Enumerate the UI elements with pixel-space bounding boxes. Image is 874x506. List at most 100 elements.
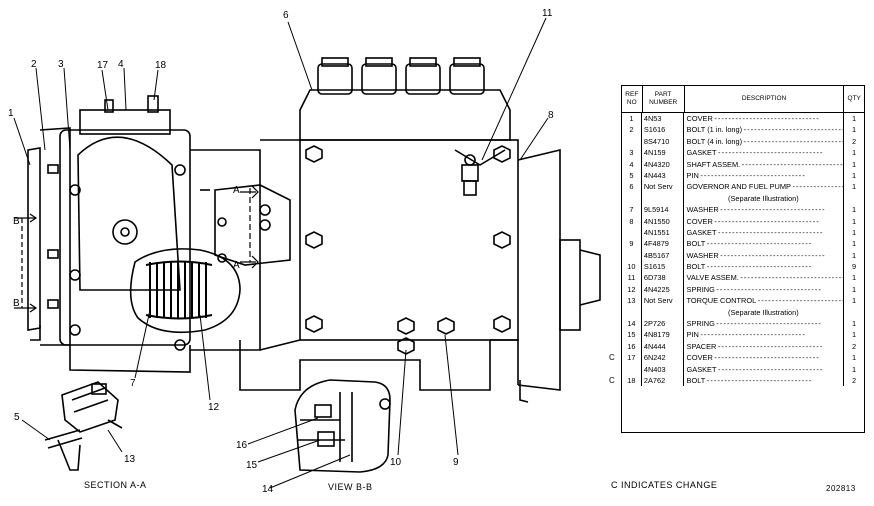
cell-qty: 1 bbox=[852, 364, 857, 374]
cell-ref: 11 bbox=[622, 272, 642, 284]
cell-qty: 2 bbox=[852, 136, 857, 146]
callout-3: 3 bbox=[58, 59, 64, 70]
table-row: 34N159GASKET1 bbox=[622, 147, 864, 159]
cell-ref: 6 bbox=[622, 181, 642, 193]
cell-ref: 14 bbox=[622, 318, 642, 330]
table-row: 164N444SPACER2 bbox=[622, 340, 864, 353]
cell-qty: 1 bbox=[852, 125, 857, 135]
cell-ref: 17 bbox=[622, 352, 642, 364]
cell-qty: 1 bbox=[852, 273, 857, 283]
cell-part: 4N4320 bbox=[642, 158, 684, 170]
view-b-b-caption: VIEW B-B bbox=[328, 482, 373, 492]
section-label-a-bottom: A bbox=[233, 260, 240, 271]
cell-ref: 7 bbox=[622, 204, 642, 216]
cell-desc: (Separate Illustration) bbox=[684, 192, 845, 205]
pump-body bbox=[200, 57, 601, 403]
table-row: 142P726SPRING1 bbox=[622, 318, 864, 330]
section-b-markers bbox=[14, 213, 38, 313]
callout-15: 15 bbox=[246, 460, 258, 471]
callout-13: 13 bbox=[124, 454, 136, 465]
cell-ref bbox=[622, 249, 642, 262]
cell-ref: 8 bbox=[622, 215, 642, 227]
cell-part: 4N159 bbox=[642, 147, 684, 159]
cell-ref bbox=[622, 135, 642, 148]
cell-part: Not Serv bbox=[642, 181, 684, 193]
change-note: C INDICATES CHANGE bbox=[611, 480, 718, 490]
cell-desc: COVER bbox=[684, 215, 845, 227]
table-row: 4B5167WASHER1 bbox=[622, 249, 864, 262]
cell-qty: 1 bbox=[852, 170, 857, 180]
cell-part bbox=[642, 306, 684, 319]
cell-part: 8S4710 bbox=[642, 135, 684, 148]
cell-desc: (Separate Illustration) bbox=[684, 306, 845, 319]
cell-desc: SHAFT ASSEM. bbox=[684, 158, 845, 170]
cell-desc: WASHER bbox=[684, 204, 845, 216]
torque-spring bbox=[129, 248, 241, 334]
cell-ref: 10 bbox=[622, 261, 642, 273]
header-part-number: PART NUMBER bbox=[643, 86, 685, 112]
drawing-number: 202813 bbox=[826, 484, 856, 493]
cell-part: 2A762 bbox=[642, 374, 684, 387]
cell-qty: 1 bbox=[852, 284, 857, 294]
callout-8: 8 bbox=[548, 110, 554, 121]
valve-assembly bbox=[454, 149, 506, 196]
section-label-b-top: B bbox=[13, 216, 20, 227]
callout-2: 2 bbox=[31, 59, 37, 70]
section-a-a-view bbox=[44, 381, 123, 471]
table-row: 124N4225SPRING1 bbox=[622, 283, 864, 296]
section-a-a-caption: SECTION A-A bbox=[84, 480, 147, 490]
cell-desc: BOLT (4 in. long) bbox=[684, 135, 845, 148]
cell-desc: GASKET bbox=[684, 147, 845, 159]
cell-part: 4N4225 bbox=[642, 283, 684, 296]
callout-5: 5 bbox=[14, 412, 20, 423]
header-ref: REF NO bbox=[622, 86, 643, 112]
cell-qty: 9 bbox=[852, 262, 857, 272]
cell-desc: BOLT bbox=[684, 374, 845, 387]
table-body: 14N53COVER12S1616BOLT (1 in. long)18S471… bbox=[609, 113, 864, 387]
cell-desc: GASKET bbox=[684, 363, 845, 375]
cell-qty: 1 bbox=[852, 296, 857, 306]
cell-qty: 1 bbox=[852, 227, 857, 237]
table-row: (Separate Illustration) bbox=[622, 192, 864, 205]
cell-ref bbox=[622, 192, 642, 205]
cell-part: Not Serv bbox=[642, 295, 684, 307]
callout-7: 7 bbox=[130, 378, 136, 389]
table-row: 84N1550COVER1 bbox=[622, 215, 864, 227]
section-label-b-bottom: B bbox=[13, 298, 20, 309]
cell-part bbox=[642, 192, 684, 205]
cell-desc: PIN bbox=[684, 169, 845, 182]
injector-fittings bbox=[317, 57, 485, 95]
cell-ref: 15 bbox=[622, 329, 642, 341]
cell-qty: 1 bbox=[852, 330, 857, 340]
cell-ref: 1 bbox=[622, 113, 642, 125]
cell-qty bbox=[844, 307, 864, 318]
view-b-b bbox=[294, 379, 391, 473]
cell-part: 4N1550 bbox=[642, 215, 684, 227]
change-marker: C bbox=[609, 353, 615, 363]
cell-desc: WASHER bbox=[684, 249, 845, 262]
cell-ref: 5 bbox=[622, 169, 642, 182]
cell-desc: TORQUE CONTROL bbox=[684, 295, 845, 307]
callout-6: 6 bbox=[283, 10, 289, 21]
cell-part: S1616 bbox=[642, 124, 684, 136]
cell-desc: SPRING bbox=[684, 283, 845, 296]
callout-11: 11 bbox=[542, 8, 553, 19]
cell-ref: 2 bbox=[622, 124, 642, 136]
cell-qty: 1 bbox=[852, 148, 857, 158]
table-row: 4N1551GASKET1 bbox=[622, 226, 864, 239]
cell-part: 4N8179 bbox=[642, 329, 684, 341]
table-row: 154N8179PIN1 bbox=[622, 329, 864, 341]
leader-lines bbox=[13, 17, 549, 489]
cell-qty: 1 bbox=[852, 319, 857, 329]
table-row: (Separate Illustration) bbox=[622, 306, 864, 319]
cell-ref bbox=[622, 363, 642, 375]
cell-part: 4N403 bbox=[642, 363, 684, 375]
callout-9: 9 bbox=[453, 457, 459, 468]
cell-part: 4N53 bbox=[642, 113, 684, 125]
cell-desc: VALVE ASSEM. bbox=[684, 272, 845, 284]
callout-17: 17 bbox=[97, 60, 109, 71]
